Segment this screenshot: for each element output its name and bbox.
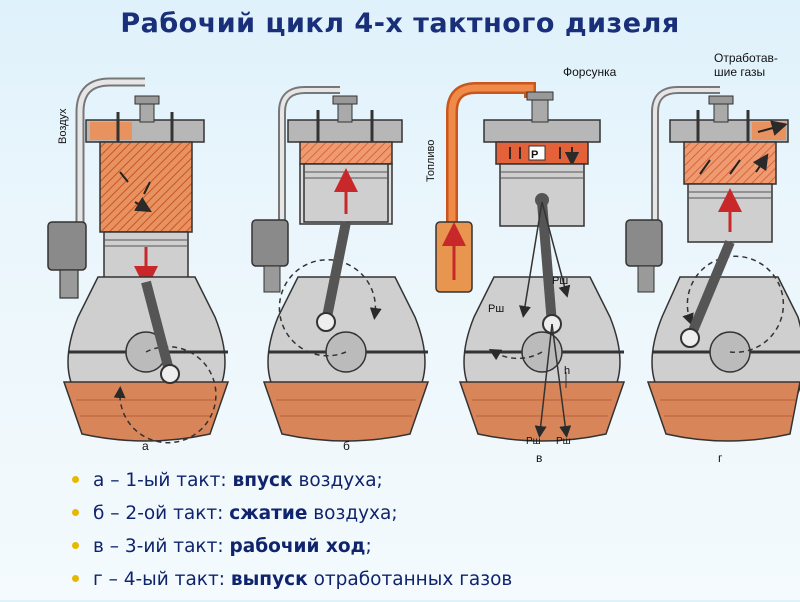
list-item: б – 2-ой такт: сжатие воздуха;: [72, 503, 512, 536]
bullet-keyword: выпуск: [230, 569, 308, 590]
stage-label-g: г: [718, 451, 723, 465]
bullet-keyword: рабочий ход: [229, 536, 366, 557]
stage-label-v: в: [536, 451, 542, 465]
label-rsh-bottom-right: Рш: [556, 436, 571, 447]
bullet-suffix: отработанных газов: [307, 569, 513, 590]
diesel-cycle-diagram: Воздух Форсунка Топливо Отработав- шие г…: [47, 52, 800, 465]
bullet-suffix: ;: [365, 536, 372, 557]
label-rsh-bottom-left: Рш: [526, 436, 541, 447]
bullet-keyword: впуск: [232, 470, 293, 491]
bullet-prefix: в – 3-ий такт:: [93, 536, 230, 557]
label-rsh-left: Рш: [488, 303, 504, 315]
label-rsh-right: Рш: [552, 275, 568, 287]
bullet-dot: [72, 508, 79, 516]
label-exhaust-1: Отработав-: [714, 52, 778, 65]
list-item: в – 3-ий такт: рабочий ход;: [72, 536, 512, 569]
bullet-keyword: сжатие: [229, 503, 308, 524]
engine-stage-v: [435, 82, 626, 442]
bullet-prefix: б – 2-ой такт:: [93, 503, 230, 524]
label-injector: Форсунка: [563, 65, 617, 79]
label-air: Воздух: [57, 108, 69, 144]
engine-stage-g: [625, 86, 800, 442]
engine-stage-a: [47, 77, 230, 444]
bullet-prefix: а – 1-ый такт:: [93, 470, 233, 491]
bullet-dot: [72, 475, 79, 483]
label-exhaust-2: шие газы: [714, 65, 765, 79]
engine-stage-b: [251, 86, 430, 442]
bullet-dot: [72, 574, 79, 582]
bullet-prefix: г – 4-ый такт:: [93, 569, 231, 590]
bullet-suffix: воздуха;: [292, 470, 383, 491]
list-item: г – 4-ый такт: выпуск отработанных газов: [72, 569, 512, 602]
label-h: h: [564, 365, 570, 377]
label-fuel: Топливо: [425, 140, 437, 182]
bullet-suffix: воздуха;: [307, 503, 398, 524]
stage-label-a: а: [142, 439, 149, 453]
page-title: Рабочий цикл 4-х тактного дизеля: [120, 8, 680, 39]
list-item: а – 1-ый такт: впуск воздуха;: [72, 470, 512, 503]
label-p: Р: [531, 149, 538, 161]
bullet-dot: [72, 541, 79, 549]
stroke-list: а – 1-ый такт: впуск воздуха; б – 2-ой т…: [72, 470, 512, 602]
stage-label-b: б: [343, 439, 350, 453]
